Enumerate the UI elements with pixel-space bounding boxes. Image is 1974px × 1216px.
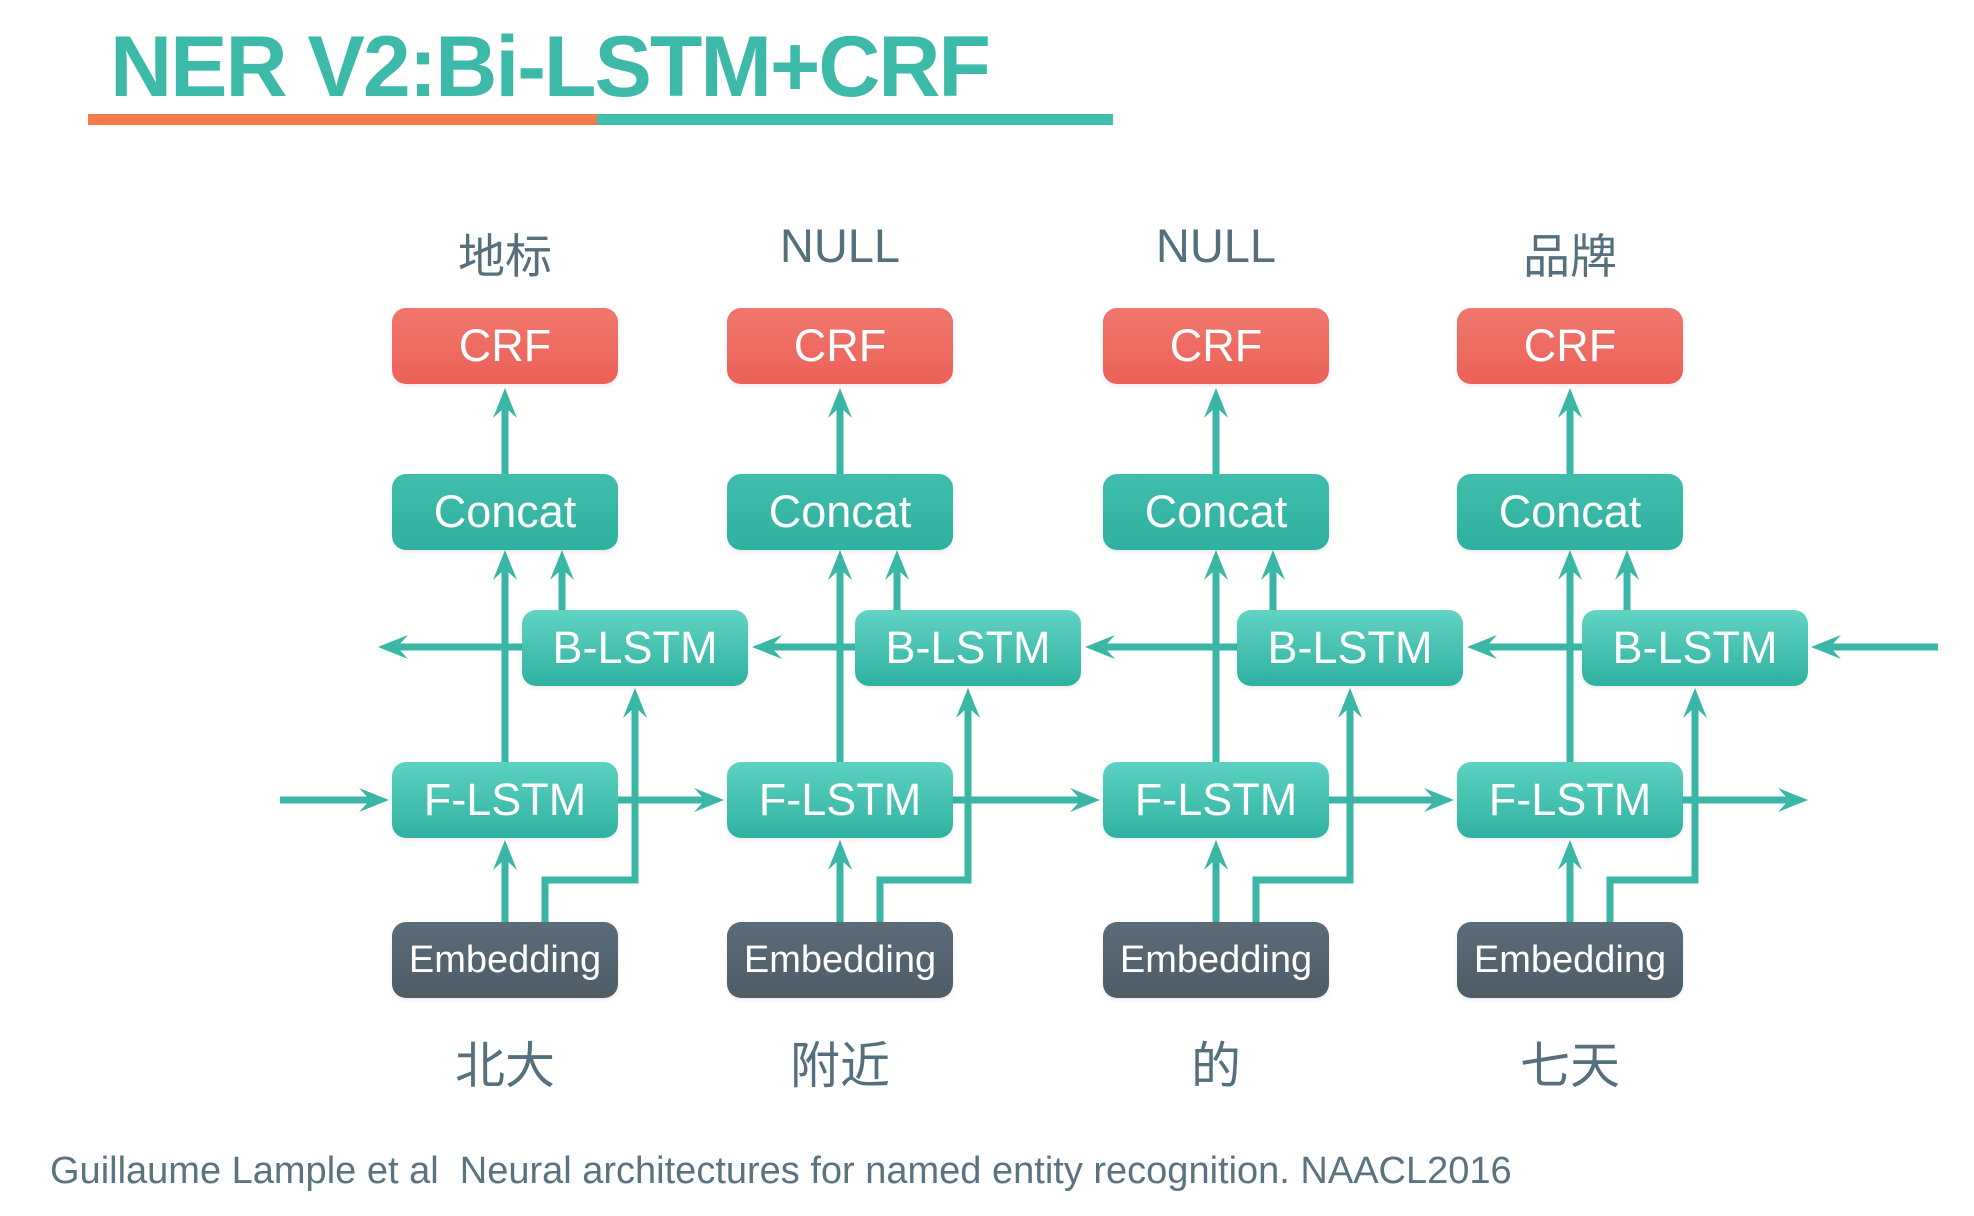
embedding-node: Embedding [1457, 922, 1683, 998]
tag-label: 地标 [458, 230, 552, 283]
arrow-embedding-to-blstm-col3-line [1252, 707, 1354, 926]
arrow-blstm-to-concat-col2-head [885, 550, 909, 580]
citation: Guillaume Lample et al Neural architectu… [50, 1150, 1512, 1192]
arrow-fchain-5-head [1778, 788, 1808, 812]
arrow-blstm-to-concat-col1-head [550, 550, 574, 580]
embedding-node: Embedding [392, 922, 618, 998]
arrow-embedding-to-blstm-col4-head [1683, 688, 1707, 718]
concat-node: Concat [1103, 474, 1329, 550]
arrow-bchain-2-head [1467, 635, 1497, 659]
crf-node: CRF [727, 308, 953, 384]
arrow-embedding-to-blstm-col1-head [623, 688, 647, 718]
page-title: NER V2:Bi-LSTM+CRF [110, 19, 991, 115]
arrow-bchain-5-head [378, 635, 408, 659]
crf-node: CRF [1103, 308, 1329, 384]
arrow-concat-to-crf-col4-head [1558, 388, 1582, 418]
arrow-flstm-to-concat-col2-head [828, 550, 852, 580]
arrow-blstm-to-concat-col3-head [1261, 550, 1285, 580]
arrow-bchain-3-head [1085, 635, 1115, 659]
blstm-node: B-LSTM [522, 610, 748, 686]
flstm-node: F-LSTM [1457, 762, 1683, 838]
blstm-node: B-LSTM [855, 610, 1081, 686]
word-label: 附近 [790, 1038, 890, 1094]
arrow-blstm-to-concat-col4-head [1615, 550, 1639, 580]
flstm-node: F-LSTM [727, 762, 953, 838]
tag-label: NULL [779, 219, 901, 272]
flstm-node: F-LSTM [1103, 762, 1329, 838]
arrow-embedding-to-blstm-col2-line [876, 707, 972, 926]
arrow-flstm-to-concat-col3-head [1204, 550, 1228, 580]
arrow-fchain-1-head [359, 788, 389, 812]
word-label: 的 [1191, 1038, 1241, 1094]
arrow-embedding-to-flstm-col2-head [828, 840, 852, 870]
arrow-fchain-2-head [694, 788, 724, 812]
arrow-embedding-to-flstm-col4-head [1558, 840, 1582, 870]
arrow-fchain-4-head [1424, 788, 1454, 812]
blstm-node: B-LSTM [1582, 610, 1808, 686]
arrow-concat-to-crf-col2-head [828, 388, 852, 418]
arrow-embedding-to-blstm-col3-head [1338, 688, 1362, 718]
crf-node: CRF [1457, 308, 1683, 384]
arrow-embedding-to-blstm-col4-line [1606, 707, 1699, 926]
flstm-node: F-LSTM [392, 762, 618, 838]
title-underline-orange [88, 114, 597, 125]
crf-node: CRF [392, 308, 618, 384]
arrow-flstm-to-concat-col1-head [493, 550, 517, 580]
arrow-bchain-1-head [1811, 635, 1841, 659]
tag-label: 品牌 [1523, 230, 1617, 283]
arrow-concat-to-crf-col3-head [1204, 388, 1228, 418]
arrow-fchain-3-head [1070, 788, 1100, 812]
word-label: 北大 [455, 1038, 555, 1094]
arrow-bchain-4-head [752, 635, 782, 659]
arrow-embedding-to-blstm-col1-line [541, 707, 639, 926]
arrow-embedding-to-flstm-col1-head [493, 840, 517, 870]
title-underline-teal [597, 114, 1113, 125]
blstm-node: B-LSTM [1237, 610, 1463, 686]
arrow-embedding-to-flstm-col3-head [1204, 840, 1228, 870]
arrow-embedding-to-blstm-col2-head [956, 688, 980, 718]
embedding-node: Embedding [1103, 922, 1329, 998]
embedding-node: Embedding [727, 922, 953, 998]
concat-node: Concat [1457, 474, 1683, 550]
concat-node: Concat [727, 474, 953, 550]
arrow-flstm-to-concat-col4-head [1558, 550, 1582, 580]
word-label: 七天 [1520, 1038, 1620, 1094]
tag-label: NULL [1155, 219, 1277, 272]
arrow-concat-to-crf-col1-head [493, 388, 517, 418]
concat-node: Concat [392, 474, 618, 550]
